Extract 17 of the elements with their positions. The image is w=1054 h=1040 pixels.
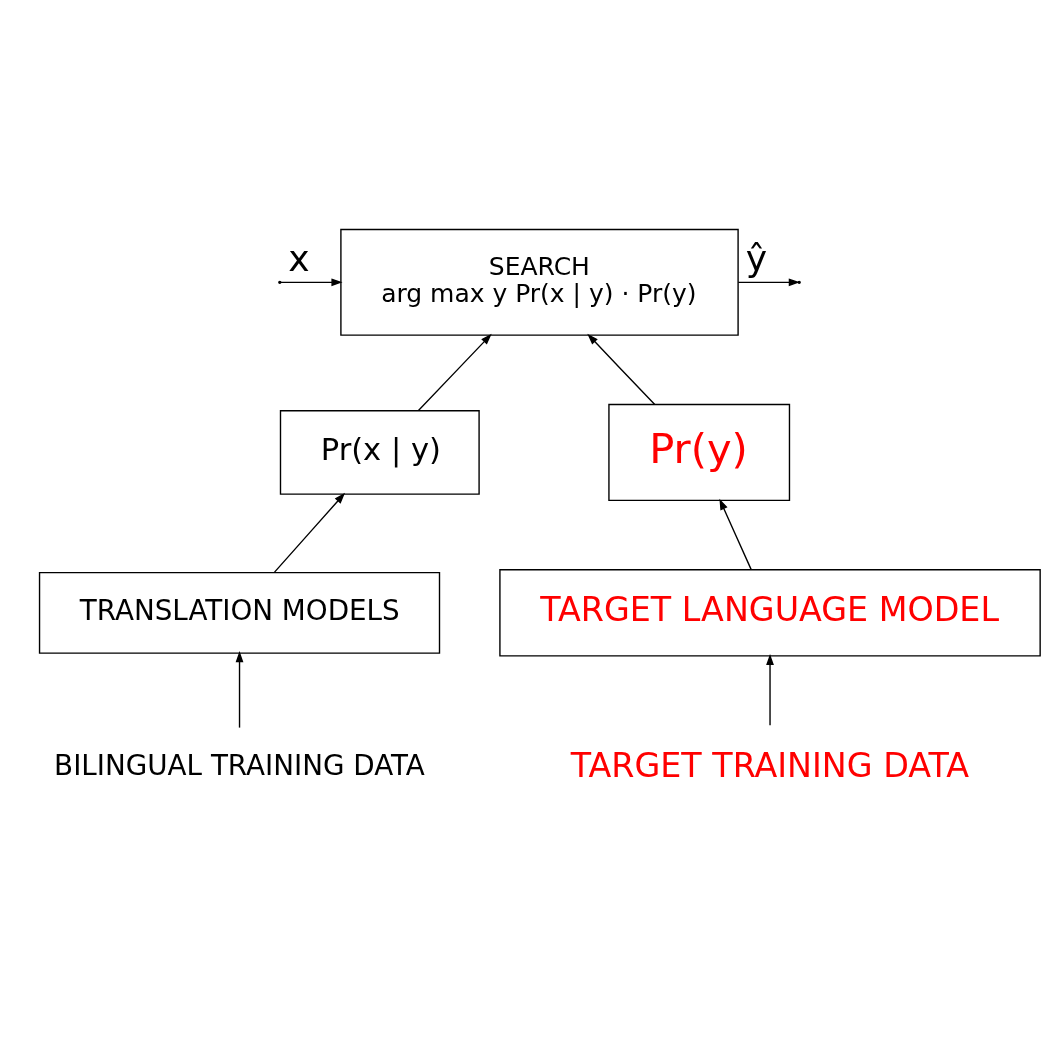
arrow — [417, 333, 492, 411]
node-text: TARGET TRAINING DATA — [570, 745, 970, 785]
arrow — [235, 650, 244, 728]
node-box: SEARCH arg max y Pr(x | y) · Pr(y) — [340, 228, 739, 336]
edge-label: ŷ — [745, 236, 768, 280]
edge-label: x — [288, 236, 310, 280]
arrow — [273, 492, 346, 573]
arrow — [719, 498, 752, 570]
node-box: Pr(y) — [608, 403, 791, 501]
node-text: BILINGUAL TRAINING DATA — [54, 748, 425, 782]
arrow — [280, 277, 343, 286]
arrow — [587, 333, 656, 405]
node-box: Pr(x | y) — [279, 409, 480, 495]
arrow — [737, 277, 800, 286]
arrow — [766, 653, 774, 726]
node-box: TRANSLATION MODELS — [38, 571, 441, 654]
node-box: TARGET LANGUAGE MODEL — [499, 568, 1041, 657]
